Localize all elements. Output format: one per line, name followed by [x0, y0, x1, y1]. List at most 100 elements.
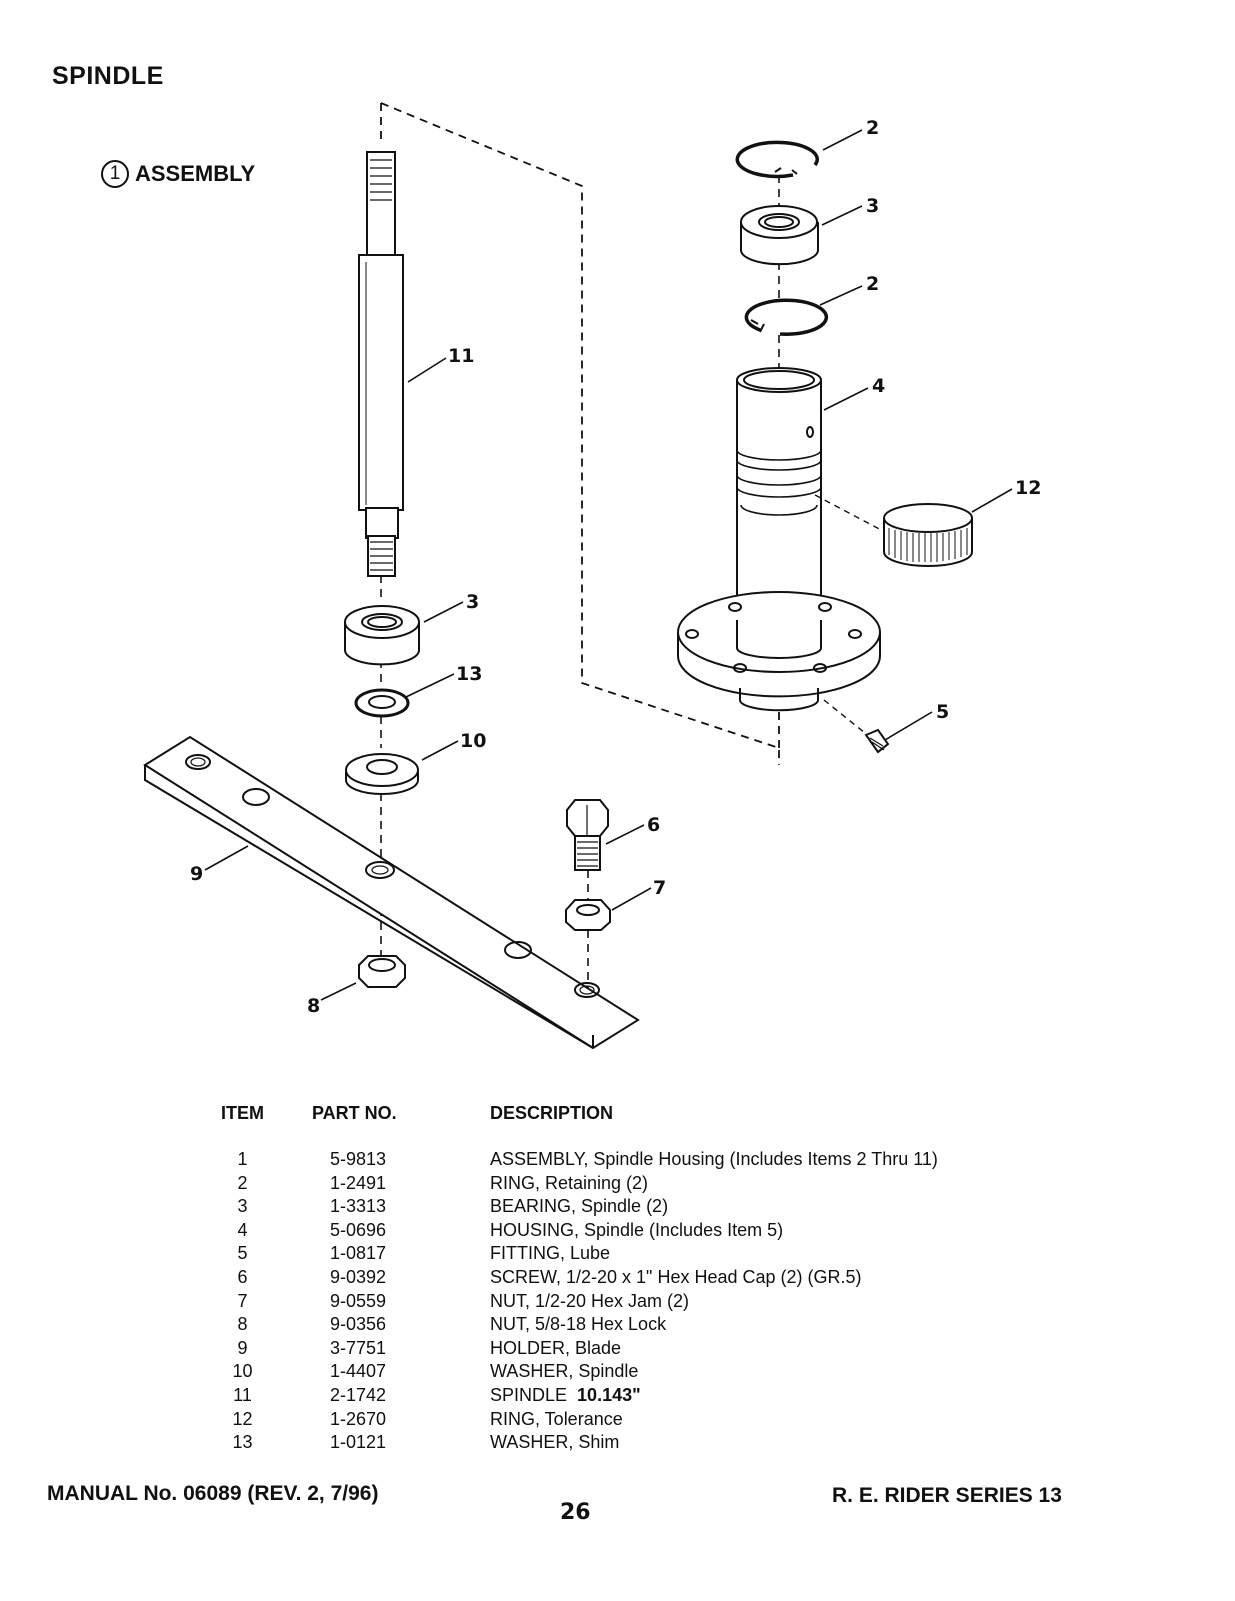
callout-4: 4 — [872, 375, 885, 397]
callout-3-left: 3 — [466, 591, 479, 613]
callout-2-lower: 2 — [866, 273, 879, 295]
hex-lock-nut-part-8 — [358, 955, 406, 988]
callout-5: 5 — [936, 701, 949, 723]
series-name: R. E. RIDER SERIES 13 — [832, 1484, 1062, 1507]
cell-item: 12 — [232, 1408, 253, 1429]
callout-2-top: 2 — [866, 117, 879, 139]
table-row: 11 2-1742 SPINDLE 10.143" — [205, 1384, 938, 1408]
callout-10: 10 — [460, 730, 486, 752]
cell-description: NUT, 5/8-18 Hex Lock — [490, 1314, 667, 1335]
cell-part-no: 2-1742 — [330, 1384, 387, 1405]
cell-part-no: 3-7751 — [330, 1337, 387, 1358]
cell-part-no: 1-4407 — [330, 1361, 387, 1382]
table-row: 7 9-0559 NUT, 1/2-20 Hex Jam (2) — [205, 1290, 938, 1314]
blade-holder-part-9 — [143, 735, 640, 1050]
hex-jam-nut-part-7 — [565, 899, 611, 931]
assembly-path-dashed — [380, 102, 780, 765]
cell-item: 7 — [237, 1290, 248, 1311]
page-title: SPINDLE — [52, 62, 164, 90]
cell-part-no: 5-0696 — [330, 1219, 387, 1240]
cell-item: 13 — [232, 1432, 253, 1453]
alignment-line-fitting — [823, 699, 866, 734]
hex-screw-part-6 — [566, 799, 609, 871]
table-row: 9 3-7751 HOLDER, Blade — [205, 1337, 938, 1361]
cell-item: 9 — [237, 1337, 248, 1358]
leader-lines — [204, 129, 1013, 1001]
parts-table: ITEM PART NO. DESCRIPTION 1 5-9813 ASSEM… — [205, 1098, 938, 1455]
cell-description: ASSEMBLY, Spindle Housing (Includes Item… — [490, 1149, 938, 1169]
cell-item: 5 — [237, 1243, 248, 1264]
callout-13: 13 — [456, 663, 482, 685]
callout-3-right: 3 — [866, 195, 879, 217]
table-row: 8 9-0356 NUT, 5/8-18 Hex Lock — [205, 1313, 938, 1337]
table-row: 1 5-9813 ASSEMBLY, Spindle Housing (Incl… — [205, 1148, 938, 1172]
shim-washer-part-13 — [354, 688, 410, 718]
cell-description: FITTING, Lube — [490, 1243, 611, 1264]
alignment-line-ring12 — [814, 494, 886, 533]
cell-part-no: 1-3313 — [330, 1196, 387, 1217]
table-row: 6 9-0392 SCREW, 1/2-20 x 1" Hex Head Cap… — [205, 1266, 938, 1290]
cell-description: NUT, 1/2-20 Hex Jam (2) — [490, 1290, 690, 1311]
cell-part-no: 1-0817 — [330, 1243, 387, 1264]
table-row: 2 1-2491 RING, Retaining (2) — [205, 1172, 938, 1196]
description-text: SPINDLE — [490, 1384, 568, 1405]
tolerance-ring-part-12 — [883, 503, 973, 567]
spindle-housing-part-4 — [677, 367, 881, 712]
table-row: 4 5-0696 HOUSING, Spindle (Includes Item… — [205, 1219, 938, 1243]
cell-item: 2 — [237, 1172, 248, 1193]
callout-7: 7 — [653, 877, 666, 899]
callout-8: 8 — [307, 995, 320, 1017]
table-row: 10 1-4407 WASHER, Spindle — [205, 1360, 938, 1384]
cell-description: WASHER, Shim — [490, 1432, 620, 1453]
spindle-length: 10.143" — [577, 1384, 641, 1405]
cell-description: SPINDLE 10.143" — [490, 1384, 938, 1408]
cell-item: 1 — [237, 1149, 248, 1169]
callout-6: 6 — [647, 814, 660, 836]
cell-description: SCREW, 1/2-20 x 1" Hex Head Cap (2) (GR.… — [490, 1266, 862, 1287]
cell-item: 3 — [237, 1196, 248, 1217]
cell-description: HOUSING, Spindle (Includes Item 5) — [490, 1219, 784, 1240]
bearing-right-part-3 — [740, 205, 819, 266]
retaining-ring-top-part-2 — [735, 140, 819, 179]
cell-part-no: 9-0392 — [330, 1266, 387, 1287]
manual-number: MANUAL No. 06089 (REV. 2, 7/96) — [47, 1482, 379, 1505]
exploded-parts-diagram: 2 3 2 4 12 5 11 3 13 10 6 7 9 8 — [143, 102, 1041, 1050]
callout-labels: 2 3 2 4 12 5 11 3 13 10 6 7 9 8 — [190, 117, 1041, 1017]
cell-description: BEARING, Spindle (2) — [490, 1196, 669, 1217]
cell-item: 4 — [237, 1219, 248, 1240]
bearing-left-part-3 — [344, 605, 420, 666]
cell-item: 8 — [237, 1314, 248, 1335]
cell-description: RING, Tolerance — [490, 1408, 623, 1429]
table-row: 3 1-3313 BEARING, Spindle (2) — [205, 1195, 938, 1219]
cell-part-no: 1-0121 — [330, 1432, 387, 1453]
cell-description: HOLDER, Blade — [490, 1337, 622, 1358]
header-description: DESCRIPTION — [490, 1102, 614, 1123]
cell-description: WASHER, Spindle — [490, 1361, 639, 1382]
cell-item: 6 — [237, 1266, 248, 1287]
assembly-label: 1 ASSEMBLY — [101, 160, 255, 188]
cell-part-no: 9-0356 — [330, 1314, 387, 1335]
table-row: 12 1-2670 RING, Tolerance — [205, 1408, 938, 1432]
cell-item: 10 — [232, 1361, 253, 1382]
cell-description: RING, Retaining (2) — [490, 1172, 649, 1193]
callout-12: 12 — [1015, 477, 1041, 499]
cell-part-no: 5-9813 — [330, 1149, 387, 1169]
spindle-shaft-part-11 — [358, 151, 404, 577]
page-number: 26 — [560, 1500, 591, 1525]
cell-part-no: 1-2670 — [330, 1408, 387, 1429]
cell-part-no: 9-0559 — [330, 1290, 387, 1311]
parts-table-header: ITEM PART NO. DESCRIPTION — [205, 1098, 938, 1128]
table-row: 13 1-0121 WASHER, Shim — [205, 1431, 938, 1455]
retaining-ring-lower-part-2 — [744, 298, 829, 336]
callout-11: 11 — [448, 345, 474, 367]
assembly-label-text: ASSEMBLY — [135, 161, 256, 186]
spindle-washer-part-10 — [345, 753, 419, 795]
cell-item: 11 — [233, 1384, 252, 1405]
header-part-no: PART NO. — [312, 1102, 397, 1123]
table-row: 5 1-0817 FITTING, Lube — [205, 1242, 938, 1266]
assembly-number-circle: 1 — [101, 160, 129, 188]
callout-9: 9 — [190, 863, 203, 885]
cell-part-no: 1-2491 — [330, 1172, 387, 1193]
header-item: ITEM — [221, 1102, 264, 1123]
lube-fitting-part-5 — [864, 728, 890, 754]
